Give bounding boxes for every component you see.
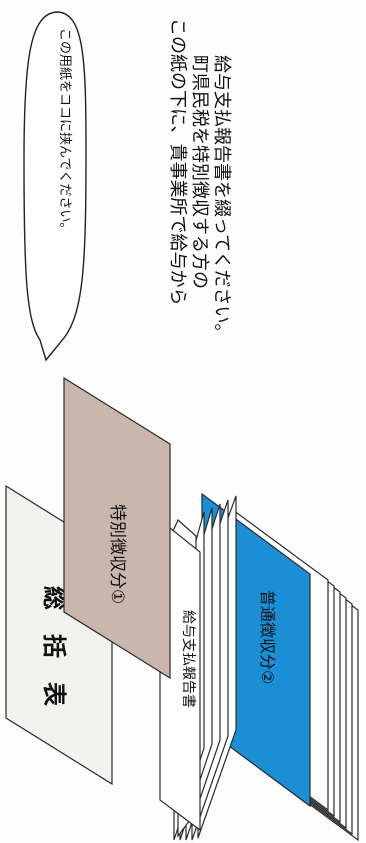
report-stack: 給与支払報告書 — [159, 495, 237, 841]
instruction-line-3: 給与支払報告書を綴ってください。 — [211, 55, 232, 342]
summary-label: 総 括 表 — [40, 586, 68, 707]
instruction-line-1: この紙の下に、貴事業所で給与から — [167, 18, 188, 305]
instruction-text: この紙の下に、貴事業所で給与から 町県民税を特別徴収する方の 給与支払報告書を綴… — [167, 18, 232, 342]
special-group: 特別徴収分① — [63, 376, 171, 680]
callout-bubble: この用紙をココに挟んでください。 — [23, 11, 87, 362]
instruction-line-2: 町県民税を特別徴収する方の — [189, 55, 210, 289]
special-sheet — [63, 376, 171, 680]
special-label: 特別徴収分① — [107, 504, 127, 604]
callout-text: この用紙をココに挟んでください。 — [57, 28, 72, 235]
report-label: 給与支払報告書 — [180, 610, 196, 708]
callout-shape — [23, 11, 87, 362]
ordinary-label: 普通徴収分② — [258, 590, 277, 684]
